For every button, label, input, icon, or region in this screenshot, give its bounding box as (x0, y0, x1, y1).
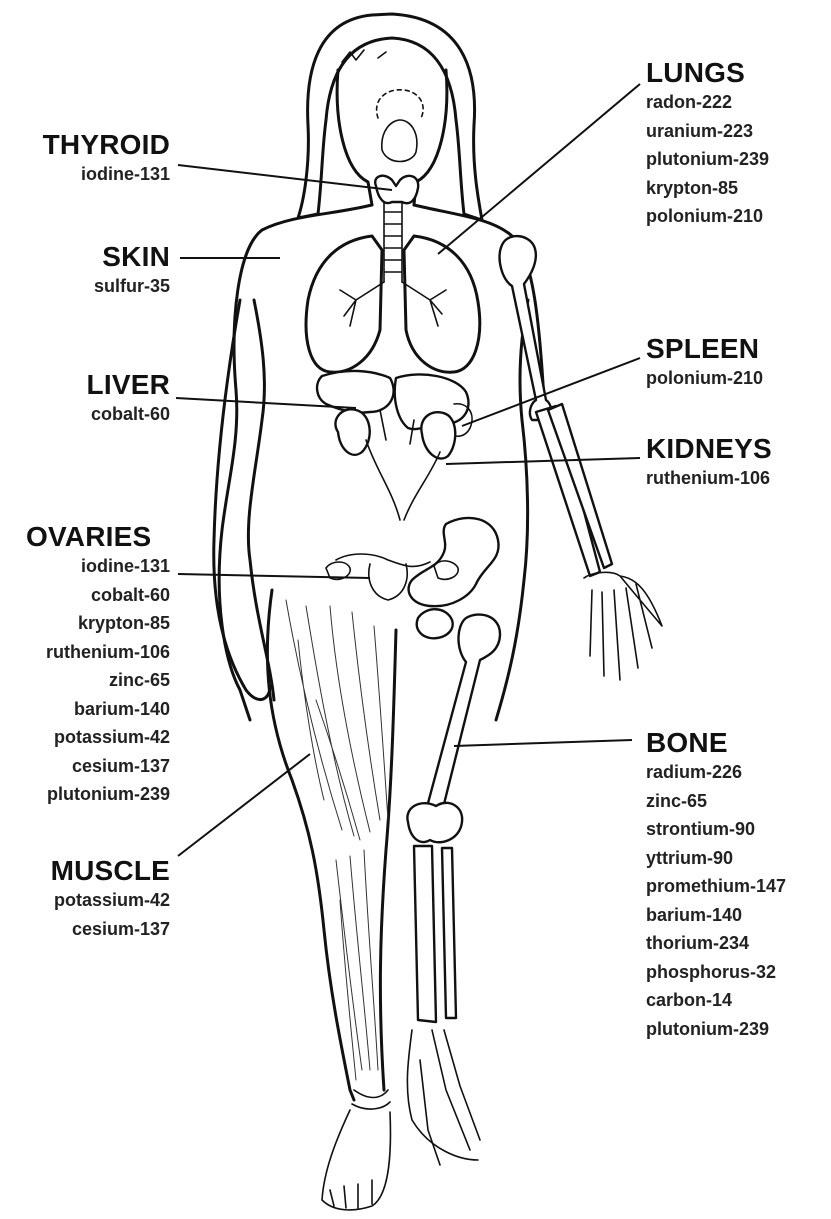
organ-title-ovaries: OVARIES (4, 522, 170, 552)
isotope-list-kidneys: ruthenium-106 (646, 464, 826, 493)
label-bone: BONE radium-226zinc-65strontium-90yttriu… (646, 728, 828, 1043)
isotope-item: promethium-147 (646, 872, 828, 901)
isotope-item: potassium-42 (4, 886, 170, 915)
pelvis (409, 518, 499, 606)
isotope-list-bone: radium-226zinc-65strontium-90yttrium-90p… (646, 758, 828, 1043)
larynx (382, 120, 417, 162)
isotope-item: yttrium-90 (646, 844, 828, 873)
right-humerus (500, 236, 552, 420)
organ-title-bone: BONE (646, 728, 828, 758)
isotope-item: cobalt-60 (4, 581, 170, 610)
isotope-item: iodine-131 (20, 160, 170, 189)
organ-title-muscle: MUSCLE (4, 856, 170, 886)
right-hand (584, 572, 662, 680)
organ-title-kidneys: KIDNEYS (646, 434, 826, 464)
left-ankle-band (352, 1090, 390, 1109)
leader-muscle (178, 754, 310, 856)
isotope-item: carbon-14 (646, 986, 828, 1015)
isotope-list-skin: sulfur-35 (20, 272, 170, 301)
isotope-item: potassium-42 (4, 723, 170, 752)
isotope-item: zinc-65 (646, 787, 828, 816)
isotope-list-ovaries: iodine-131cobalt-60krypton-85ruthenium-1… (4, 552, 170, 809)
isotope-item: phosphorus-32 (646, 958, 828, 987)
left-arm (214, 300, 270, 700)
label-spleen: SPLEEN polonium-210 (646, 334, 826, 393)
organ-title-liver: LIVER (20, 370, 170, 400)
isotope-item: krypton-85 (4, 609, 170, 638)
isotope-list-liver: cobalt-60 (20, 400, 170, 429)
isotope-item: krypton-85 (646, 174, 826, 203)
isotope-list-muscle: potassium-42cesium-137 (4, 886, 170, 943)
leader-ovaries (178, 574, 370, 578)
label-skin: SKIN sulfur-35 (20, 242, 170, 301)
right-lung (404, 236, 480, 372)
isotope-list-thyroid: iodine-131 (20, 160, 170, 189)
isotope-item: plutonium-239 (646, 145, 826, 174)
organ-title-lungs: LUNGS (646, 58, 826, 88)
label-muscle: MUSCLE potassium-42cesium-137 (4, 856, 170, 943)
leader-bone (454, 740, 632, 746)
leader-lungs (438, 84, 640, 254)
isotope-item: polonium-210 (646, 364, 826, 393)
left-foot (322, 1110, 390, 1210)
torso-right-side (496, 300, 528, 720)
isotope-item: cesium-137 (4, 752, 170, 781)
isotope-item: cesium-137 (4, 915, 170, 944)
organ-title-skin: SKIN (20, 242, 170, 272)
torso-left-side (248, 300, 274, 700)
femur (424, 615, 500, 820)
isotope-item: radium-226 (646, 758, 828, 787)
hip-joint (417, 609, 453, 638)
label-thyroid: THYROID iodine-131 (20, 130, 170, 189)
label-lungs: LUNGS radon-222uranium-223plutonium-239k… (646, 58, 826, 231)
label-kidneys: KIDNEYS ruthenium-106 (646, 434, 826, 493)
isotope-list-spleen: polonium-210 (646, 364, 826, 393)
isotope-item: uranium-223 (646, 117, 826, 146)
dashed-oral-outline (377, 90, 424, 120)
isotope-item: barium-140 (4, 695, 170, 724)
isotope-list-lungs: radon-222uranium-223plutonium-239krypton… (646, 88, 826, 231)
isotope-item: zinc-65 (4, 666, 170, 695)
label-liver: LIVER cobalt-60 (20, 370, 170, 429)
label-ovaries: OVARIES iodine-131cobalt-60krypton-85rut… (4, 522, 170, 809)
isotope-item: ruthenium-106 (4, 638, 170, 667)
organ-title-spleen: SPLEEN (646, 334, 826, 364)
tibia (414, 846, 436, 1022)
isotope-item: radon-222 (646, 88, 826, 117)
right-kidney (421, 412, 455, 458)
left-kidney (335, 409, 369, 454)
isotope-item: sulfur-35 (20, 272, 170, 301)
fibula (442, 848, 456, 1018)
left-lung (306, 236, 382, 372)
isotope-item: cobalt-60 (20, 400, 170, 429)
organ-title-thyroid: THYROID (20, 130, 170, 160)
isotope-item: polonium-210 (646, 202, 826, 231)
knee (407, 803, 462, 842)
trachea (384, 200, 402, 282)
isotope-item: plutonium-239 (646, 1015, 828, 1044)
isotope-item: thorium-234 (646, 929, 828, 958)
isotope-item: ruthenium-106 (646, 464, 826, 493)
right-foot-bones (407, 1030, 480, 1165)
isotope-item: strontium-90 (646, 815, 828, 844)
isotope-item: iodine-131 (4, 552, 170, 581)
isotope-item: plutonium-239 (4, 780, 170, 809)
bronchi (340, 282, 446, 326)
isotope-item: barium-140 (646, 901, 828, 930)
leader-kidneys (446, 458, 640, 464)
